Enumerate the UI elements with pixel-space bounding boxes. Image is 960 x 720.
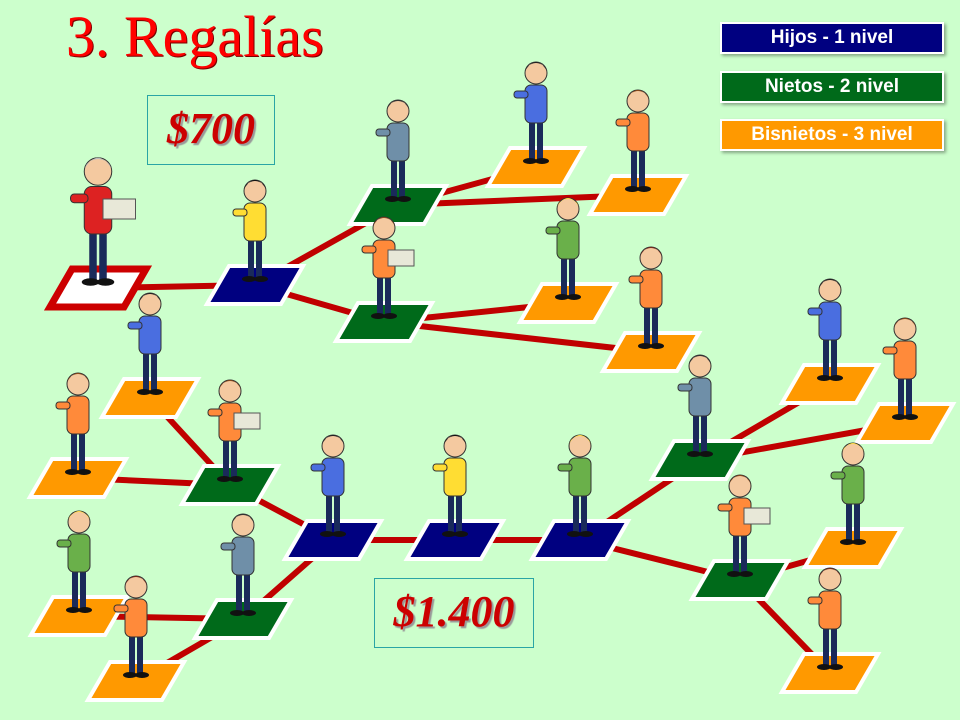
person-figure [113, 575, 149, 678]
page-title: 3. Regalías [66, 4, 324, 69]
person-figure [807, 278, 843, 381]
legend-level-3: Bisnietos - 3 nivel [720, 119, 944, 151]
level-2-tile [191, 598, 295, 640]
person-figure [615, 89, 651, 192]
level-3-tile [801, 527, 905, 569]
person-figure [432, 434, 468, 537]
level-3-tile [778, 363, 882, 405]
root-tile [43, 265, 153, 311]
level-1-tile [528, 519, 632, 561]
person-figure [557, 434, 593, 537]
level-3-tile [484, 146, 588, 188]
level-3-tile [778, 652, 882, 694]
person-figure [70, 157, 136, 286]
level-3-tile [98, 377, 202, 419]
level-2-tile [346, 184, 450, 226]
person-figure [807, 567, 843, 670]
person-figure [56, 510, 92, 613]
person-figure [207, 379, 261, 482]
level-1-tile [403, 519, 507, 561]
connector-lines [75, 164, 908, 684]
level-1-tile [203, 264, 307, 306]
level-3-tile [599, 331, 703, 373]
person-figure [55, 372, 91, 475]
person-figure [310, 434, 346, 537]
person-figure [513, 61, 549, 164]
level-3-tile [586, 174, 690, 216]
tiles-layer [26, 146, 957, 702]
person-figure [628, 246, 664, 349]
person-figure [882, 317, 918, 420]
person-figure [830, 442, 866, 545]
level-1-tile [281, 519, 385, 561]
level-3-tile [853, 402, 957, 444]
level-2-tile [648, 439, 752, 481]
person-figure [232, 179, 268, 282]
level-3-tile [26, 457, 130, 499]
legend-level-2: Nietos - 2 nivel [720, 71, 944, 103]
person-figure [717, 474, 771, 577]
person-figure [677, 354, 713, 457]
people-layer [55, 61, 918, 678]
level-3-tile [516, 282, 620, 324]
person-figure [375, 99, 411, 202]
level-2-tile [688, 559, 792, 601]
person-figure [220, 513, 256, 616]
amount-bottom-box: $1.400 [374, 578, 534, 648]
level-3-tile [84, 660, 188, 702]
level-2-tile [178, 464, 282, 506]
legend-level-1: Hijos - 1 nivel [720, 22, 944, 54]
person-figure [361, 216, 415, 319]
connector-line [381, 319, 654, 355]
level-3-tile [27, 595, 131, 637]
person-figure [127, 292, 163, 395]
level-2-tile [332, 301, 436, 343]
person-figure [545, 197, 581, 300]
amount-top-box: $700 [147, 95, 275, 165]
